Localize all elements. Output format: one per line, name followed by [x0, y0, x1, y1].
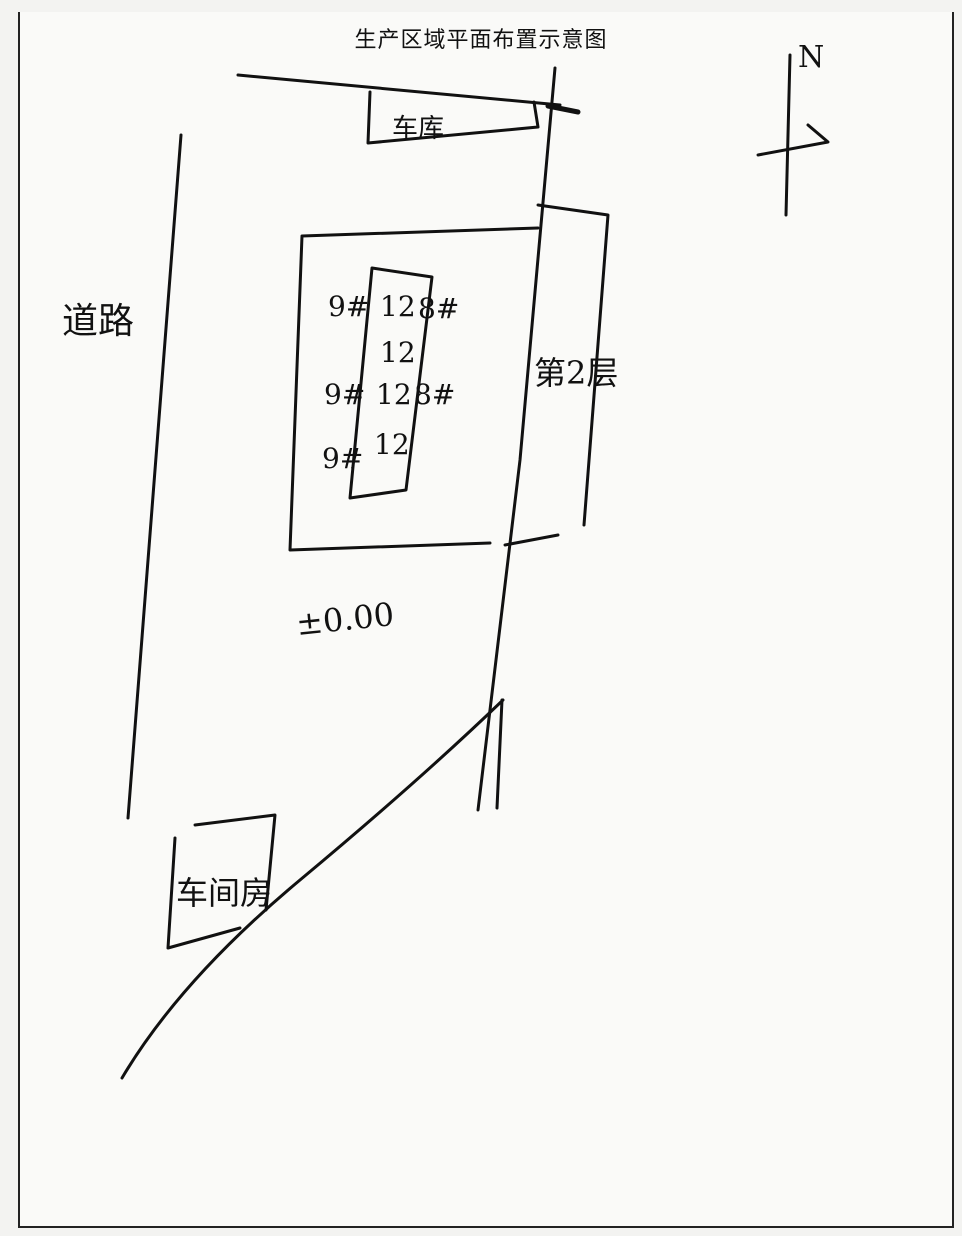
grid-cell-left: 9#: [328, 290, 370, 323]
boundary-segment: [495, 698, 504, 810]
grid-cell-right: 8#: [418, 292, 460, 325]
main-boundary-line: [476, 66, 557, 812]
road-label: 道路: [62, 301, 135, 342]
grid-cell-center: 12: [380, 290, 416, 323]
bottom-left-building-label: 车间房: [176, 874, 273, 912]
grid-cell-center: 12: [374, 428, 410, 461]
grid-cell-left: 9#: [322, 442, 364, 475]
top-boundary-line: [236, 73, 562, 107]
north-label: N: [798, 40, 825, 75]
road-edge-left: [126, 133, 183, 820]
north-arrow-icon: [756, 53, 830, 217]
right-building-label: 第2层: [534, 354, 619, 392]
curved-access-road: [120, 698, 505, 1080]
grid-cell-center: 12: [376, 378, 412, 411]
inner-strip-outline: [348, 266, 434, 500]
grid-cell-right: 8#: [414, 378, 456, 411]
bottom-left-building-outline: [166, 813, 277, 950]
grid-cell-left: 9#: [324, 378, 366, 411]
right-building-outline: [503, 203, 610, 547]
top-building-label: 车库: [392, 114, 445, 144]
page-title: 生产区域平面布置示意图: [354, 28, 608, 53]
top-building-outline: [366, 90, 540, 145]
grid-cell-center: 12: [380, 336, 416, 369]
production-block-outline: [288, 226, 540, 552]
